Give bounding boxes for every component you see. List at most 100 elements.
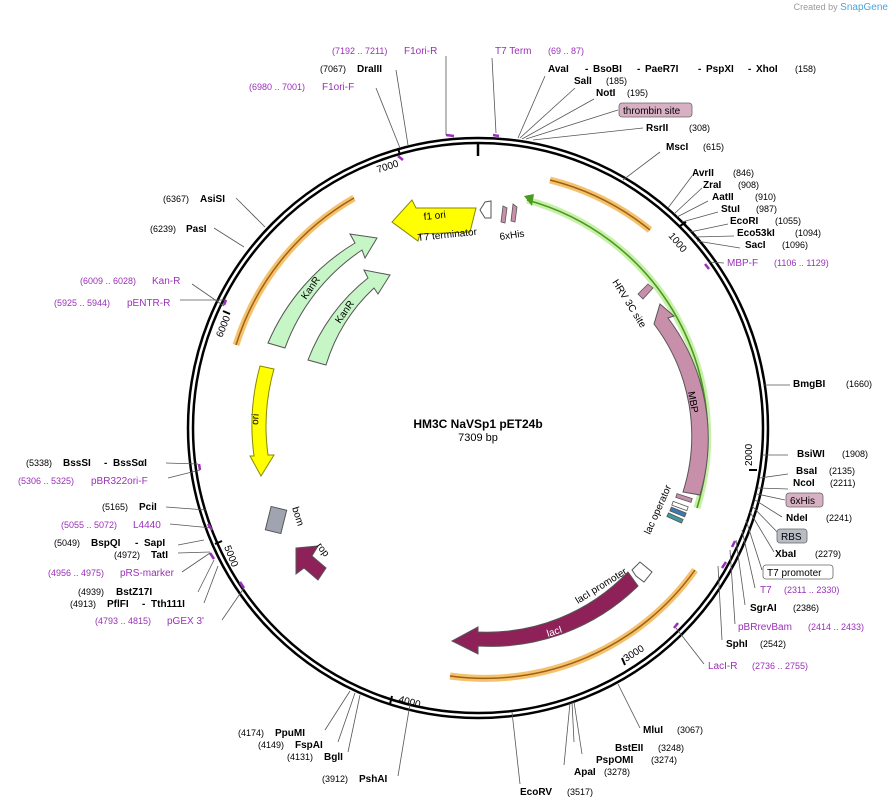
his-box-label: 6xHis (790, 496, 815, 507)
ori-label: ori (250, 413, 262, 425)
primer-labels: (7192 .. 7211) F1ori-R T7 Term (69 .. 87… (18, 46, 864, 672)
primer-mbp-f-range: (1106 .. 1129) (774, 258, 829, 268)
enzyme-pasi: PasI (186, 224, 207, 235)
bom-label: bom (289, 506, 305, 528)
enzyme-labels: AvaI - BsoBI - PaeR7I - PspXI - XhoI (15… (26, 64, 872, 798)
enzyme-pasi-pos: (6239) (150, 224, 176, 234)
enzyme-apai-pos: (3278) (604, 767, 630, 777)
enzyme-bsiwi-pos: (1908) (842, 449, 868, 459)
tick-label-2000: 2000 (744, 443, 755, 466)
enzyme-draiii: DraIII (357, 64, 382, 75)
his-box: 6xHis (785, 492, 824, 508)
rop-feature: rop (295, 541, 331, 581)
enzyme-pflfi: PflFI (107, 599, 129, 610)
enzyme-pcii-pos: (5165) (102, 502, 128, 512)
mbp-feature: MBP (653, 303, 709, 496)
primer-laci-r: LacI-R (708, 661, 737, 672)
primer-pentr-r-range: (5925 .. 5944) (54, 298, 110, 308)
enzyme-apai: ApaI (574, 767, 596, 778)
enzyme-bspqi: BspQI (91, 538, 121, 549)
tick-2000: 2000 (744, 443, 757, 471)
enzyme-bsiwi: BsiWI (797, 449, 825, 460)
enzyme-aatii-pos: (910) (755, 192, 776, 202)
t7-promoter-box: T7 promoter (762, 564, 834, 580)
enzyme-ndei: NdeI (786, 513, 808, 524)
snapgene-logo: SnapGene (840, 2, 888, 13)
primer-laci-r-range: (2736 .. 2755) (752, 661, 808, 671)
enzyme-sep-7: - (104, 458, 107, 469)
f1-ori-label: f1 ori (423, 210, 446, 223)
enzyme-aatii: AatII (712, 192, 734, 203)
enzyme-pspomi-pos: (3274) (651, 755, 677, 765)
enzyme-avrii-pos: (846) (733, 168, 754, 178)
primer-marks (197, 133, 737, 629)
bom-feature: bom (264, 506, 306, 535)
enzyme-sphi-pos: (2542) (760, 639, 786, 649)
primer-f1ori-f-range: (6980 .. 7001) (249, 82, 305, 92)
primer-pbrrevbam-range: (2414 .. 2433) (808, 622, 864, 632)
primer-prs-marker-range: (4956 .. 4975) (48, 568, 104, 578)
enzyme-asisi: AsiSI (200, 194, 225, 205)
rbs-box-label: RBS (781, 532, 802, 543)
enzyme-bsobi: BsoBI (593, 64, 622, 75)
orange-arc-left (232, 194, 356, 347)
enzyme-tati-pos: (4972) (114, 550, 140, 560)
orange-arc-bottom-right (449, 567, 698, 682)
primer-t7term: T7 Term (495, 46, 532, 57)
enzyme-ppumi: PpuMI (275, 728, 305, 739)
enzyme-bsssi-pos: (5338) (26, 458, 52, 468)
enzyme-pshai: PshAI (359, 774, 388, 785)
laci-feature: lacI (450, 571, 639, 655)
enzyme-tati: TatI (151, 550, 168, 561)
snapgene-watermark: Created by SnapGene (794, 2, 888, 13)
enzyme-draiii-pos: (7067) (320, 64, 346, 74)
enzyme-sep-3: - (698, 64, 701, 75)
primer-t7term-range: (69 .. 87) (548, 46, 584, 56)
his-top-feature: 6xHis (499, 203, 525, 243)
enzyme-eco53ki: Eco53kI (737, 228, 775, 239)
primer-t7: T7 (760, 585, 772, 596)
enzyme-bsteii: BstEII (615, 743, 644, 754)
enzyme-xhoi-pos: (158) (795, 64, 816, 74)
enzyme-sapi: SapI (144, 538, 165, 549)
enzyme-ecorv-pos: (3517) (567, 787, 593, 797)
thrombin-site-box: thrombin site (618, 102, 693, 118)
enzyme-sep-4: - (748, 64, 751, 75)
enzyme-xbai: XbaI (775, 549, 796, 560)
enzyme-bsssi: BssSI (63, 458, 91, 469)
orange-arc-top-right (549, 176, 653, 233)
primer-pbr322ori-f: pBR322ori-F (91, 476, 148, 487)
enzyme-bsssai: BssSαI (113, 458, 147, 469)
enzyme-fspai: FspAI (295, 740, 323, 751)
primer-kan-r-range: (6009 .. 6028) (80, 276, 136, 286)
rbs-box: RBS (776, 528, 808, 544)
enzyme-bmgbi: BmgBI (793, 379, 825, 390)
primer-mbp-f: MBP-F (727, 258, 758, 269)
primer-kan-r: Kan-R (152, 276, 180, 287)
enzyme-pflfi-pos: (4913) (70, 599, 96, 609)
primer-l4440: L4440 (133, 520, 161, 531)
enzyme-sep-6: - (135, 538, 138, 549)
primer-pgex3: pGEX 3' (167, 616, 204, 627)
his-top-label: 6xHis (499, 229, 525, 243)
enzyme-pshai-pos: (3912) (322, 774, 348, 784)
laci-label: lacI (546, 625, 564, 640)
primer-f1ori-r-range: (7192 .. 7211) (332, 46, 387, 56)
enzyme-sgrai-pos: (2386) (793, 603, 819, 613)
enzyme-rsrii-pos: (308) (689, 123, 710, 133)
enzyme-sphi: SphI (726, 639, 748, 650)
ori-feature: ori (249, 365, 275, 477)
enzyme-rsrii: RsrII (646, 123, 668, 134)
watermark-created-by: Created by (793, 2, 838, 12)
enzyme-ecori-pos: (1055) (775, 216, 801, 226)
enzyme-tth111i: Tth111I (151, 599, 185, 610)
enzyme-bgli: BglI (324, 752, 343, 763)
enzyme-bstz17i: BstZ17I (116, 587, 152, 598)
enzyme-ndei-pos: (2241) (826, 513, 852, 523)
t7-promoter-box-label: T7 promoter (767, 568, 822, 579)
enzyme-mlui-pos: (3067) (677, 725, 703, 735)
enzyme-bsai-pos: (2135) (829, 466, 855, 476)
primer-f1ori-f: F1ori-F (322, 82, 354, 93)
enzyme-fspai-pos: (4149) (258, 740, 284, 750)
